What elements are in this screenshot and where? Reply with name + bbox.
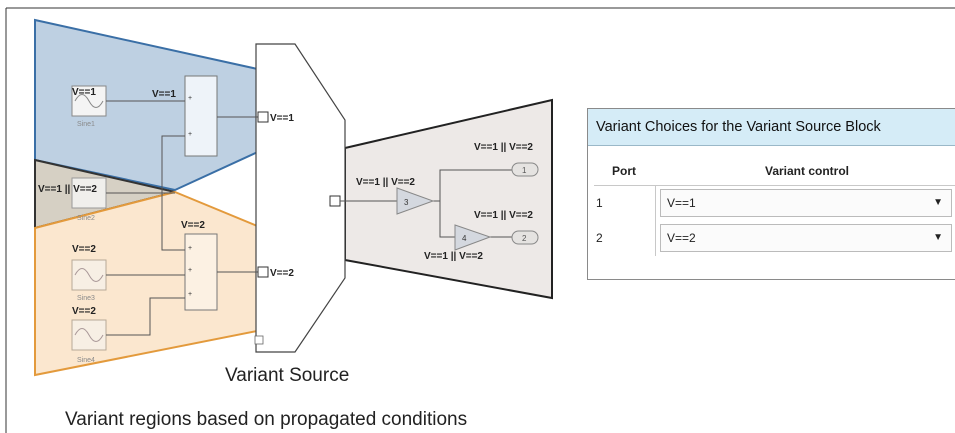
variant-control-dropdown[interactable]: V==2 ▼	[660, 224, 952, 252]
port-cell: 2	[594, 221, 656, 256]
input-port-1[interactable]	[257, 111, 269, 123]
svg-text:+: +	[188, 291, 192, 298]
sine2-name: Sine2	[77, 215, 95, 222]
sum1-label: V==1	[152, 89, 176, 100]
svg-text:+: +	[188, 95, 192, 102]
sum1-block[interactable]	[184, 75, 218, 157]
variant-region-output	[344, 98, 553, 300]
svg-text:+: +	[188, 267, 192, 274]
sum2-block[interactable]	[184, 233, 218, 311]
variant-control-value: V==2	[667, 231, 696, 245]
table-header: Port Variant control	[594, 157, 955, 186]
variant-source-caption: Variant Source	[225, 365, 349, 386]
table-row: 1 V==1 ▼	[594, 186, 955, 221]
svg-text:+: +	[188, 131, 192, 138]
input-port-2[interactable]	[257, 266, 269, 278]
port2-label: V==2	[270, 268, 294, 279]
output-port[interactable]	[329, 195, 341, 207]
gain3-value: 3	[404, 198, 409, 207]
gain4-value: 4	[462, 234, 467, 243]
sine1-label: V==1	[72, 87, 96, 98]
out1-block[interactable]	[511, 162, 539, 177]
sine1-name: Sine1	[77, 121, 95, 128]
column-header-variant-control: Variant control	[764, 164, 850, 178]
out1-value: 1	[522, 166, 527, 175]
sine3-name: Sine3	[77, 295, 95, 302]
dropdown-arrow-icon[interactable]: ▼	[933, 232, 943, 243]
sine2-label: V==1 || V==2	[38, 184, 97, 195]
gain4-label: V==1 || V==2	[424, 251, 483, 262]
variant-control-value: V==1	[667, 196, 696, 210]
variant-table: Port Variant control 1 V==1 ▼ 2 V==2 ▼	[594, 157, 955, 256]
table-row: 2 V==2 ▼	[594, 221, 955, 256]
variant-choices-panel: Variant Choices for the Variant Source B…	[587, 108, 955, 280]
sine3-label: V==2	[72, 244, 96, 255]
figure-caption: Variant regions based on propagated cond…	[65, 409, 467, 430]
sine1-block[interactable]	[71, 85, 107, 117]
column-header-port: Port	[612, 164, 636, 178]
out2-label: V==1 || V==2	[474, 210, 533, 221]
sine2-block[interactable]	[71, 177, 107, 209]
port1-label: V==1	[270, 113, 294, 124]
variant-badge-icon	[254, 335, 264, 345]
port-cell: 1	[594, 186, 656, 221]
sine4-label: V==2	[72, 306, 96, 317]
variant-region-orange	[34, 190, 263, 377]
out2-block[interactable]	[511, 230, 539, 245]
sum2-label: V==2	[181, 220, 205, 231]
sine4-block[interactable]	[71, 319, 107, 351]
dropdown-arrow-icon[interactable]: ▼	[933, 197, 943, 208]
out1-label: V==1 || V==2	[474, 142, 533, 153]
svg-text:+: +	[188, 245, 192, 252]
gain4-block[interactable]	[454, 224, 492, 251]
sine3-block[interactable]	[71, 259, 107, 291]
gain3-block[interactable]	[396, 187, 435, 215]
sine4-name: Sine4	[77, 357, 95, 364]
panel-title: Variant Choices for the Variant Source B…	[588, 109, 955, 146]
variant-source-block[interactable]	[255, 43, 346, 353]
gain3-label: V==1 || V==2	[356, 177, 415, 188]
variant-region-blue	[34, 18, 263, 192]
out2-value: 2	[522, 234, 527, 243]
variant-control-dropdown[interactable]: V==1 ▼	[660, 189, 952, 217]
